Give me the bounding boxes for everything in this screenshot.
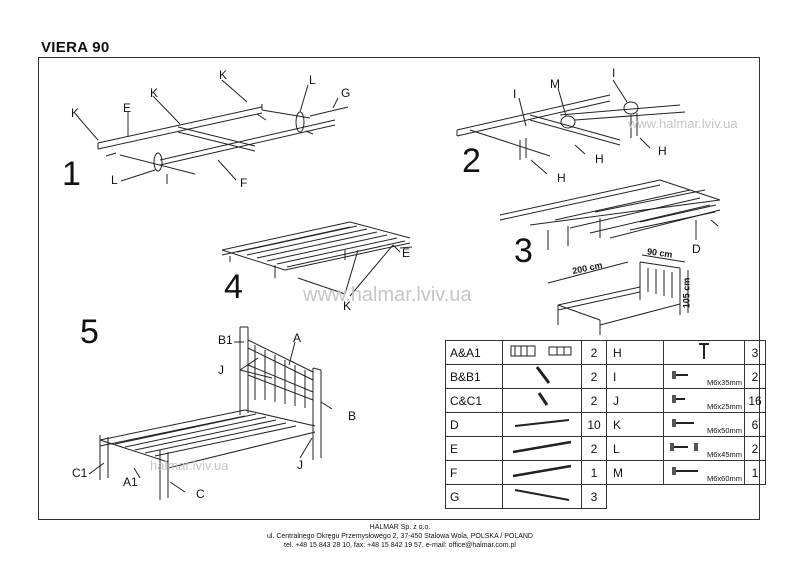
bolt-dimension: M6x45mm (706, 450, 742, 459)
side-rail-icon (502, 436, 582, 461)
part-qty: 3 (744, 340, 766, 365)
step-number-1: 1 (62, 155, 81, 193)
step2-drawing (456, 79, 686, 175)
part-code: B&B1 (445, 364, 503, 389)
callout-label: K (219, 68, 228, 82)
support-bar-icon (502, 484, 582, 509)
bolt-icon: M6x50mm (663, 412, 745, 437)
callout-label: E (402, 246, 411, 260)
callout-label: K (71, 106, 80, 120)
part-qty: 2 (581, 436, 607, 461)
bolt-icon: M6x25mm (663, 388, 745, 413)
table-row: B&B1 2 I M6x35mm 2 (445, 364, 766, 389)
callout-label: D (692, 242, 701, 256)
callout-label: J (297, 458, 303, 472)
part-qty: 2 (744, 436, 766, 461)
bolt-nut-icon: M6x45mm (663, 436, 745, 461)
callout-label: J (218, 363, 224, 377)
part-code: E (445, 436, 503, 461)
short-bar-icon (502, 388, 582, 413)
step-number-2: 2 (462, 142, 481, 180)
footer-company: HALMAR Sp. z o.o. (369, 524, 431, 531)
part-code: K (606, 412, 664, 437)
step5-drawing (88, 326, 333, 500)
callout-label: E (123, 101, 132, 115)
callout-label: F (240, 176, 248, 190)
center-rail-icon (502, 460, 582, 485)
part-qty: 1 (744, 460, 766, 485)
step-number-3: 3 (514, 232, 533, 270)
callout-label: M (550, 77, 560, 91)
callout-label: H (658, 144, 667, 158)
callout-label: L (111, 173, 118, 187)
callout-label: I (513, 87, 517, 101)
watermark: www.halmar.lviv.ua (303, 284, 472, 306)
footer-contact: tel. +48 15 843 28 10, fax: +48 15 842 1… (284, 542, 516, 549)
bolt-dimension: M6x25mm (706, 402, 742, 411)
part-code: C&C1 (445, 388, 503, 413)
bolt-icon: M6x60mm (663, 460, 745, 485)
part-code: I (606, 364, 664, 389)
instructions-frame (38, 57, 760, 520)
callout-label: C1 (72, 466, 88, 480)
table-row: D 10 K M6x50mm 6 (445, 412, 766, 437)
part-qty: 6 (744, 412, 766, 437)
part-qty: 16 (744, 388, 766, 413)
watermark: www.halmar.lviv.ua (628, 116, 738, 131)
step-number-4: 4 (224, 268, 243, 306)
long-bar-icon (502, 364, 582, 389)
parts-table: A&A1 2 H 3 B&B1 2 I M6x35mm 2 C&C1 2 J M… (445, 340, 766, 509)
part-code: J (606, 388, 664, 413)
callout-label: L (309, 73, 316, 87)
part-code: G (445, 484, 503, 509)
bed-dimension-drawing (547, 254, 689, 335)
part-code: L (606, 436, 664, 461)
table-row: E 2 L M6x45mm 2 (445, 436, 766, 461)
part-qty: 1 (581, 460, 607, 485)
watermark: halmar.lviv.ua (150, 458, 229, 473)
step4-drawing (221, 221, 413, 297)
step-number-5: 5 (80, 313, 99, 351)
table-row: F 1 M M6x60mm 1 (445, 460, 766, 485)
step3-drawing (499, 179, 721, 250)
part-code: H (606, 340, 664, 365)
part-code: F (445, 460, 503, 485)
part-qty: 3 (581, 484, 607, 509)
bolt-dimension: M6x60mm (706, 474, 742, 483)
callout-label: B (348, 409, 357, 423)
callout-label: I (612, 66, 616, 80)
headboard-panel-icon (502, 340, 582, 365)
bolt-icon: M6x35mm (663, 364, 745, 389)
part-qty: 10 (581, 412, 607, 437)
callout-label: H (595, 152, 604, 166)
callout-label: B1 (218, 333, 233, 347)
bolt-dimension: M6x35mm (706, 378, 742, 387)
bolt-dimension: M6x50mm (706, 426, 742, 435)
step1-drawing (77, 79, 349, 184)
leg-icon (663, 340, 745, 365)
callout-label: A1 (123, 475, 138, 489)
part-qty: 2 (744, 364, 766, 389)
callout-label: G (341, 86, 351, 100)
callout-label: C (196, 487, 205, 501)
part-qty: 2 (581, 364, 607, 389)
table-row: A&A1 2 H 3 (445, 340, 766, 365)
callout-label: K (150, 86, 159, 100)
dimension-height: 105 cm (681, 277, 692, 309)
callout-label: K (343, 299, 352, 313)
document-title: VIERA 90 (41, 39, 110, 56)
table-row: C&C1 2 J M6x25mm 16 (445, 388, 766, 413)
table-row: G 3 (445, 484, 766, 509)
slat-icon (502, 412, 582, 437)
part-code: M (606, 460, 664, 485)
callout-label: A (293, 331, 302, 345)
part-qty: 2 (581, 340, 607, 365)
part-qty: 2 (581, 388, 607, 413)
part-code: A&A1 (445, 340, 503, 365)
part-code: D (445, 412, 503, 437)
footer-address: ul. Centralnego Okręgu Przemysłowego 2, … (266, 533, 533, 540)
callout-label: H (557, 171, 566, 185)
